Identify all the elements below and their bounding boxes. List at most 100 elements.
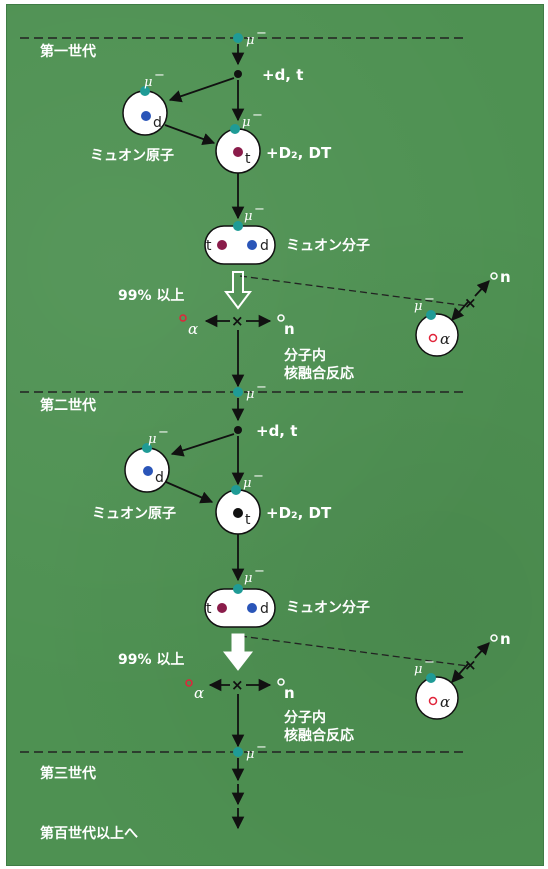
alpha-label: α	[440, 693, 450, 711]
generation-label: 第三世代	[40, 765, 96, 782]
svg-text:μ: μ	[244, 209, 252, 224]
deuteron-label: d	[153, 115, 162, 131]
muonic-atom-label: ミュオン原子	[92, 506, 176, 522]
muon-dot	[233, 387, 243, 397]
neutron-label: n	[284, 684, 295, 702]
muon-dot	[233, 584, 243, 594]
deuteron-dot	[143, 466, 153, 476]
svg-text:−: −	[256, 26, 267, 41]
arrow	[164, 124, 216, 146]
neutron	[490, 272, 498, 280]
triton-label: t	[206, 238, 212, 254]
triton-label: t	[206, 601, 212, 617]
alpha-label: α	[440, 330, 450, 348]
muonic-molecule-label: ミュオン分子	[286, 238, 370, 254]
svg-text:μ: μ	[243, 476, 251, 491]
arrow	[474, 280, 490, 297]
svg-text:μ: μ	[244, 571, 252, 586]
molecule-reactants-label: +D₂, DT	[266, 504, 332, 522]
fusion-label-line1: 分子内	[284, 709, 326, 726]
reactants-label: +d, t	[256, 422, 297, 440]
fusion-cross: ×	[464, 656, 477, 674]
muon-dot	[142, 443, 152, 453]
muon-dot-black	[234, 70, 242, 78]
svg-text:−: −	[424, 292, 435, 307]
muon-dot	[426, 673, 436, 683]
arrow	[165, 481, 214, 504]
svg-text:μ: μ	[242, 115, 250, 130]
reactants-label: +d, t	[262, 66, 303, 84]
triton-dot	[233, 147, 243, 157]
muon-symbol: μ−	[414, 655, 435, 677]
muon-symbol: μ−	[148, 425, 169, 447]
dashed-connector	[239, 275, 469, 307]
deuteron-dot	[247, 603, 257, 613]
deuteron-dot	[141, 111, 151, 121]
svg-text:μ: μ	[246, 387, 254, 402]
muon-dot	[426, 310, 436, 320]
muonic-atom-label: ミュオン原子	[90, 148, 174, 164]
muon-dot	[233, 221, 243, 231]
svg-text:−: −	[154, 68, 165, 83]
fusion-label-line2: 核融合反応	[284, 365, 354, 382]
arrow	[170, 433, 235, 457]
muonic-alpha-atom	[415, 676, 459, 720]
alpha-particle	[185, 679, 193, 687]
muon-symbol: μ−	[414, 292, 435, 314]
muon-symbol: μ−	[246, 26, 267, 48]
svg-text:−: −	[256, 740, 267, 755]
fusion-cross: ×	[231, 312, 244, 330]
muon-symbol: μ−	[246, 380, 267, 402]
neutron-label: n	[284, 320, 295, 338]
svg-text:μ: μ	[414, 662, 422, 677]
muon-symbol: μ−	[244, 564, 265, 586]
muonic-alpha-atom	[415, 313, 459, 357]
generation-label: 第二世代	[40, 397, 96, 414]
alpha-label: α	[188, 320, 198, 338]
muon-symbol: μ−	[242, 108, 263, 130]
svg-text:−: −	[254, 564, 265, 579]
solid-arrow	[222, 633, 254, 671]
muon-dot	[230, 124, 240, 134]
deuteron-label: d	[260, 238, 269, 254]
triton-dot	[217, 603, 227, 613]
svg-text:−: −	[158, 425, 169, 440]
generation-label: 第一世代	[40, 43, 96, 60]
svg-text:μ: μ	[414, 299, 422, 314]
percent-label: 99% 以上	[118, 288, 184, 304]
triton-label: t	[245, 151, 251, 167]
svg-text:−: −	[424, 655, 435, 670]
fusion-label-line1: 分子内	[284, 347, 326, 364]
alpha-particle	[179, 314, 187, 322]
neutron-label: n	[500, 630, 511, 648]
final-generation-label: 第百世代以上へ	[40, 825, 138, 842]
arrow	[451, 663, 469, 683]
svg-text:μ: μ	[144, 75, 152, 90]
svg-text:μ: μ	[246, 747, 254, 762]
deuteron-dot	[247, 240, 257, 250]
fusion-label-line2: 核融合反応	[284, 727, 354, 744]
neutron	[277, 314, 285, 322]
percent-label: 99% 以上	[118, 652, 184, 668]
neutron	[277, 678, 285, 686]
muon-dot	[233, 33, 243, 43]
diagram-background	[6, 4, 544, 866]
dashed-connector	[239, 635, 469, 667]
neutron-label: n	[500, 268, 511, 286]
alpha-label: α	[194, 684, 204, 702]
muon-dot	[140, 86, 150, 96]
muon-dot	[231, 485, 241, 495]
hollow-arrow	[224, 271, 252, 310]
neutron	[490, 634, 498, 642]
svg-text:μ: μ	[148, 432, 156, 447]
muon-dot-black	[234, 426, 242, 434]
arrow	[168, 77, 235, 103]
alpha-particle	[428, 696, 438, 706]
deuteron-label: d	[260, 601, 269, 617]
triton-dot	[233, 508, 243, 518]
muon-symbol: μ−	[144, 68, 165, 90]
muon-symbol: μ−	[246, 740, 267, 762]
alpha-particle	[428, 333, 438, 343]
svg-text:−: −	[256, 380, 267, 395]
